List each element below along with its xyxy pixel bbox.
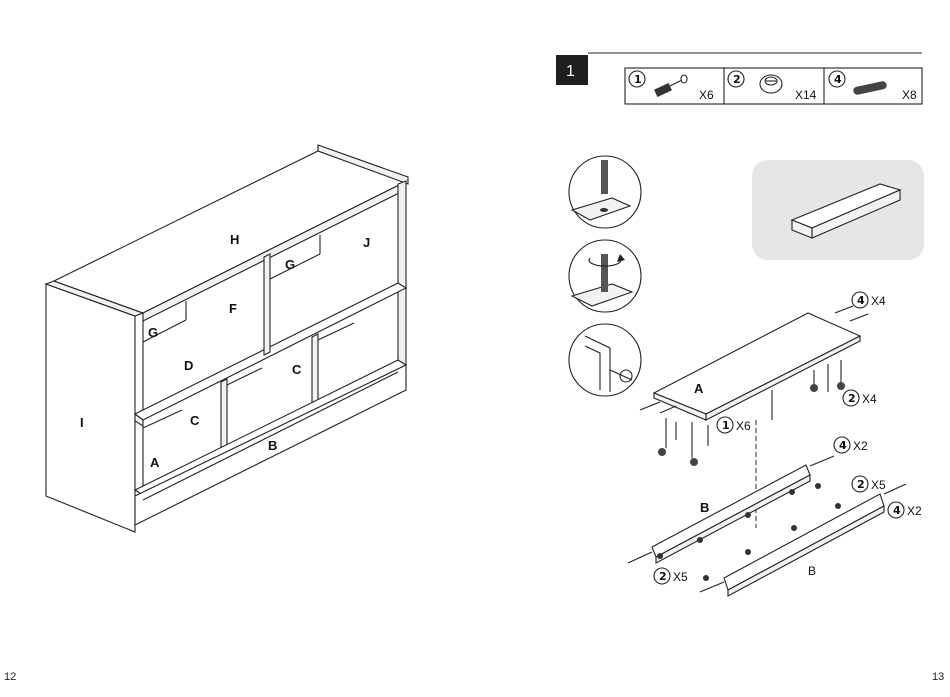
svg-text:4: 4 [857,294,865,307]
label-panel-B-back: B [700,500,709,515]
svg-text:2: 2 [857,478,865,491]
part-2-count: X14 [795,88,817,102]
svg-text:X6: X6 [736,419,751,433]
detail-cam-lock [569,324,641,396]
label-G-upper: G [285,257,295,272]
svg-text:2: 2 [659,570,667,583]
part-4-id: 4 [834,73,842,86]
parts-table: 1 X6 2 X14 4 X8 [625,68,922,104]
label-panel-B-front: B [808,564,816,578]
label-F: F [229,301,237,316]
part-2-id: 2 [733,73,741,86]
label-C-left: C [190,413,200,428]
label-H: H [230,232,239,247]
label-I: I [80,415,84,430]
svg-text:4: 4 [839,439,847,452]
label-panel-A: A [694,381,704,396]
callout-dowel-x2-top: 4 X2 [834,437,868,453]
detail-insert-cam-bolt [569,156,641,228]
cam-lock-icon [760,75,782,93]
label-A: A [150,455,160,470]
svg-text:1: 1 [722,419,730,432]
assembled-base-preview [752,160,924,260]
page-number-right: 13 [932,671,944,683]
svg-text:X5: X5 [673,570,688,584]
callout-dowel-x4: 4 X4 [852,292,886,308]
svg-text:2: 2 [848,392,856,405]
lower-divider-left [221,379,227,450]
label-B: B [268,438,277,453]
page-number-left: 12 [4,671,16,683]
svg-text:X4: X4 [871,294,886,308]
svg-text:X4: X4 [862,392,877,406]
callout-cam-lock-x4: 2 X4 [843,390,877,406]
svg-text:X2: X2 [853,439,868,453]
part-1-id: 1 [634,73,642,86]
label-G-lower: G [148,325,158,340]
upper-divider [264,254,270,355]
callout-cam-bolt-x6: 1 X6 [717,417,751,433]
step-number: 1 [566,63,575,80]
svg-text:4: 4 [893,504,901,517]
bottom-shelf [135,360,406,495]
label-D: D [184,358,193,373]
panel-B-front-assembly: B [700,484,906,596]
part-4-count: X8 [902,88,917,102]
svg-text:X2: X2 [907,504,922,518]
detail-tighten-cam-bolt [569,240,641,312]
callout-dowel-x2-right: 4 X2 [888,502,922,518]
panel-I [46,284,135,532]
lower-divider-right [312,334,318,406]
bookcase-overview-drawing: H J G F G D C C I A B [46,145,408,532]
part-1-count: X6 [699,88,714,102]
label-J: J [363,235,370,250]
svg-text:X5: X5 [871,478,886,492]
label-C-right: C [292,362,302,377]
callout-cam-lock-x5-right: 2 X5 [852,476,886,492]
callout-cam-lock-x5-left: 2 X5 [654,568,688,584]
